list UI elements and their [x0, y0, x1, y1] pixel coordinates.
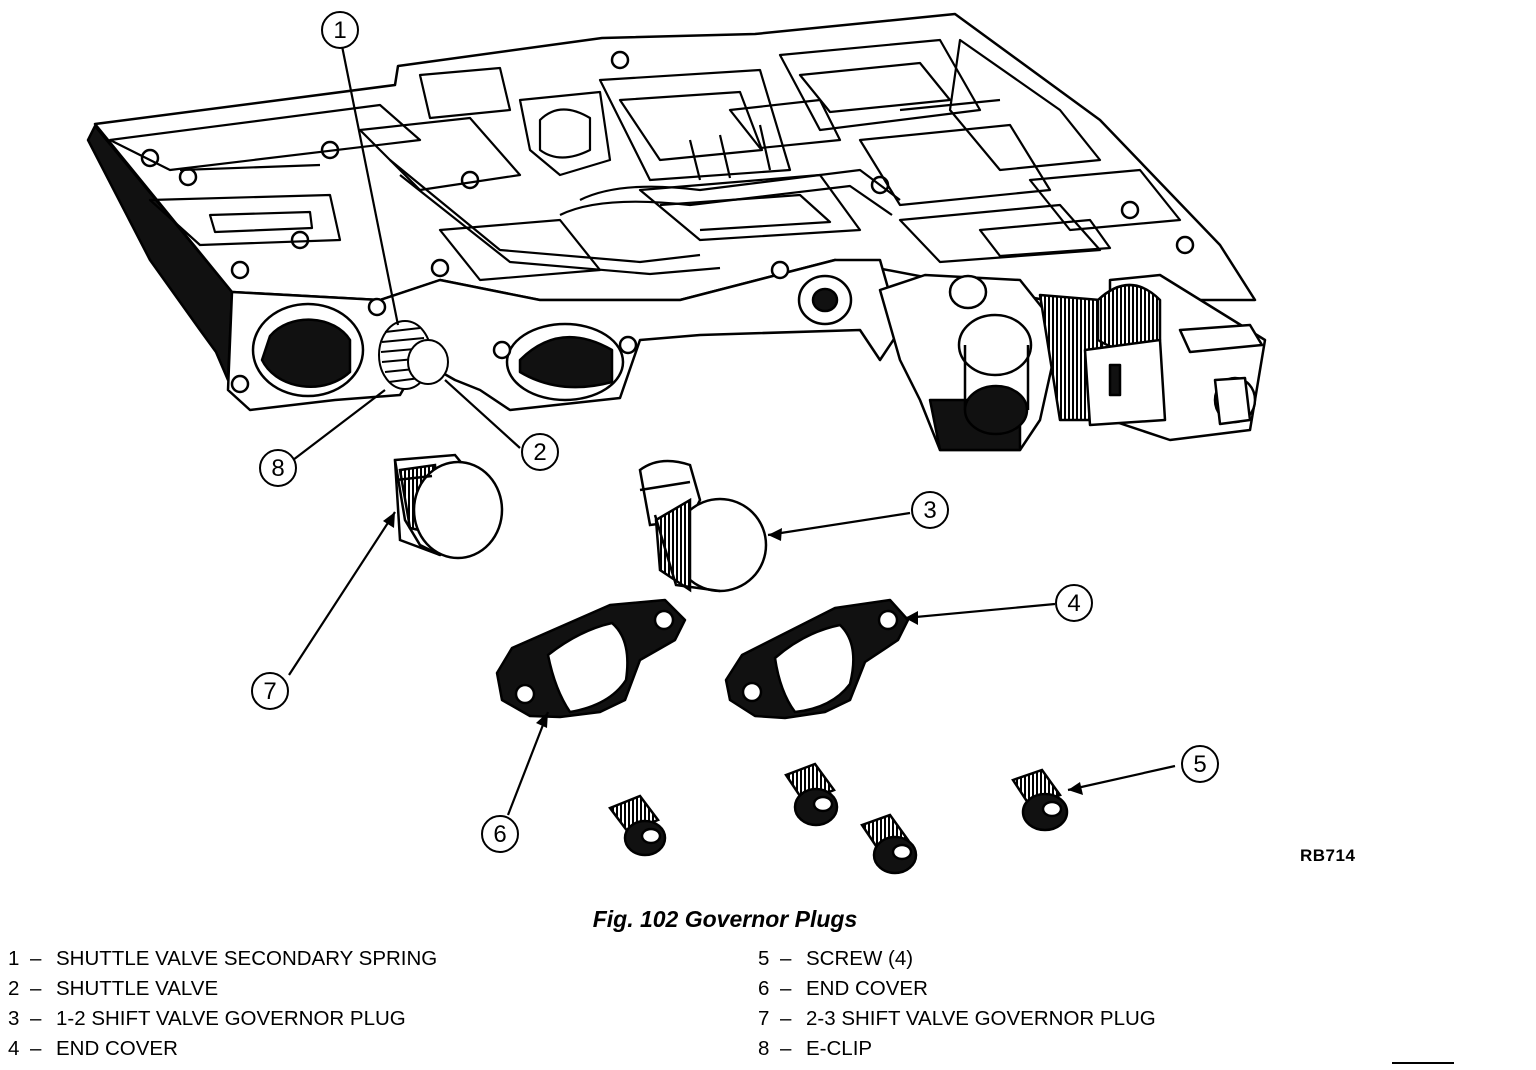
legend-dash: – [780, 1007, 792, 1030]
corner-rule [1392, 1062, 1454, 1064]
screw-1 [608, 794, 667, 857]
screw-2 [784, 762, 839, 827]
legend-item-label: 2-3 SHIFT VALVE GOVERNOR PLUG [806, 1007, 1156, 1030]
governor-plug-1-2 [638, 459, 768, 593]
legend-item: 5–SCREW (4) [758, 944, 1156, 974]
svg-text:6: 6 [493, 821, 506, 848]
legend-right-column: 5–SCREW (4) 6–END COVER 7–2-3 SHIFT VALV… [758, 944, 1156, 1064]
legend-item: 6–END COVER [758, 974, 1156, 1004]
legend-item: 7–2-3 SHIFT VALVE GOVERNOR PLUG [758, 1004, 1156, 1034]
shuttle-valve-spring-installed [378, 320, 449, 390]
callout-2: 2 [521, 433, 559, 471]
svg-text:8: 8 [271, 455, 284, 482]
legend-item-number: 8 [758, 1037, 770, 1060]
legend-item-number: 6 [758, 977, 770, 1000]
legend-dash: – [30, 1007, 42, 1030]
leader-arrowheads [383, 512, 1083, 795]
callout-5: 5 [1181, 745, 1219, 783]
callout-8: 8 [259, 449, 297, 487]
figure-caption: Fig. 102 Governor Plugs [592, 906, 858, 932]
legend-item-number: 3 [8, 1007, 20, 1030]
legend-item: 3–1-2 SHIFT VALVE GOVERNOR PLUG [8, 1004, 437, 1034]
legend-item-number: 4 [8, 1037, 20, 1060]
legend-item-label: END COVER [806, 977, 928, 1000]
legend-dash: – [780, 977, 792, 1000]
legend-dash: – [780, 1037, 792, 1060]
governor-plug-2-3 [393, 453, 504, 560]
legend-item-label: END COVER [56, 1037, 178, 1060]
legend-item-number: 1 [8, 947, 20, 970]
callout-4: 4 [1055, 584, 1093, 622]
svg-text:5: 5 [1193, 751, 1206, 778]
legend-item: 4–END COVER [8, 1034, 437, 1064]
svg-text:3: 3 [923, 497, 936, 524]
valve-body-passages [108, 38, 1182, 282]
legend-left-column: 1–SHUTTLE VALVE SECONDARY SPRING 2–SHUTT… [8, 944, 437, 1064]
legend-item-number: 2 [8, 977, 20, 1000]
legend-item-label: SCREW (4) [806, 947, 914, 970]
legend-dash: – [30, 1037, 42, 1060]
legend-item-label: SHUTTLE VALVE [56, 977, 219, 1000]
governor-plugs-diagram: 1 2 3 4 5 6 7 8 [86, 11, 1267, 875]
callout-3: 3 [911, 491, 949, 529]
callout-7: 7 [251, 672, 289, 710]
figure-code: RB714 [1300, 846, 1356, 865]
screw-4 [1011, 768, 1069, 832]
callout-6: 6 [481, 815, 519, 853]
svg-text:7: 7 [263, 678, 276, 705]
governor-assembly [878, 273, 1267, 452]
leader-lines [288, 45, 1176, 816]
legend-item-label: 1-2 SHIFT VALVE GOVERNOR PLUG [56, 1007, 406, 1030]
legend-item: 2–SHUTTLE VALVE [8, 974, 437, 1004]
legend-item-number: 7 [758, 1007, 770, 1030]
legend-dash: – [780, 947, 792, 970]
svg-text:2: 2 [533, 439, 546, 466]
screw-3 [860, 813, 918, 875]
legend-item-label: E-CLIP [806, 1037, 873, 1060]
svg-text:1: 1 [333, 17, 346, 44]
end-cover-left [495, 598, 687, 719]
end-cover-right [724, 598, 910, 720]
legend-dash: – [30, 977, 42, 1000]
legend-item-number: 5 [758, 947, 770, 970]
legend-item-label: SHUTTLE VALVE SECONDARY SPRING [56, 947, 438, 970]
legend-item: 8–E-CLIP [758, 1034, 1156, 1064]
svg-text:4: 4 [1067, 590, 1080, 617]
legend-item: 1–SHUTTLE VALVE SECONDARY SPRING [8, 944, 437, 974]
legend-dash: – [30, 947, 42, 970]
callout-1: 1 [321, 11, 359, 49]
